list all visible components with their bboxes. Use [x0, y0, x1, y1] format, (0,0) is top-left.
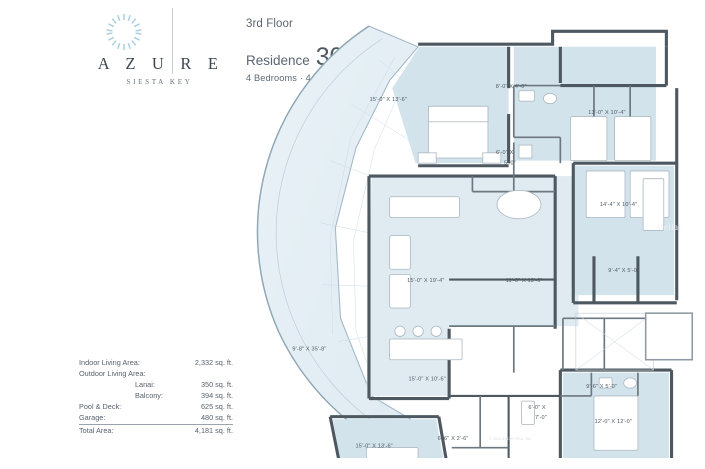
area-row-label: Total Area:: [79, 425, 114, 435]
floor-label: 3rd Floor: [246, 18, 293, 30]
room-dimension-master-bedroom: 15'-0" X 13'-6": [370, 97, 407, 103]
area-row-value: 4,181 sq. ft.: [194, 425, 233, 435]
walls-structural: [328, 29, 679, 458]
area-row-value: 625 sq. ft.: [200, 402, 233, 412]
room-dimension-bath-lower-left-2: 7'-0": [535, 415, 547, 421]
floor-plan: 15'-0" X 13'-6" 8'-0" X 4'-0" 13'-0" X 10'…: [255, 8, 695, 458]
brand-subtitle: SIESTA KEY: [126, 78, 193, 86]
area-row: Pool & Deck: 625 sq. ft.: [79, 401, 233, 412]
area-row: Outdoor Living Area:: [79, 368, 233, 379]
brand-divider: [172, 8, 173, 74]
room-dimension-closet-mid: 6'-6" X 2'-6": [438, 436, 469, 442]
balcony-terrace: [256, 25, 421, 444]
room-label-group: 15'-0" X 13'-6" 8'-0" X 4'-0" 13'-0" X 10'…: [292, 84, 639, 450]
stairwell: [575, 312, 694, 371]
sunburst-icon: [104, 12, 144, 52]
area-row-label: Lanai:: [135, 380, 155, 390]
room-dimension-closet-upper: 6'-0" X: [496, 150, 514, 156]
area-row: Indoor Living Area: 2,332 sq. ft.: [79, 357, 233, 368]
area-row: Balcony: 394 sq. ft.: [79, 390, 233, 401]
furniture: [365, 90, 670, 458]
area-row-value: 350 sq. ft.: [200, 380, 233, 390]
area-row-label: Garage:: [79, 413, 106, 423]
room-dimension-closet-upper-2: 5'-0": [504, 160, 516, 166]
brand-name: A Z U R E: [97, 54, 225, 73]
copyright-notice: © 2020 ARCHITEKA, INC.: [489, 437, 534, 441]
brand-block: A Z U R E SIESTA KEY: [74, 12, 279, 92]
room-dimension-kitchen: 15'-0" X 10'-6": [408, 376, 445, 382]
bed-bath-summary: 4 Bedrooms · 4 Bathrooms: [246, 73, 360, 83]
area-row-label: Outdoor Living Area:: [79, 369, 146, 379]
area-row-label: Balcony:: [135, 391, 163, 401]
area-row-value: 394 sq. ft.: [200, 391, 233, 401]
walls-partition: [449, 84, 649, 449]
room-dimension-dining-room: 11'-0" X 13'-6": [506, 278, 543, 284]
area-row-value: 2,332 sq. ft.: [194, 358, 233, 367]
room-dimension-bath-lower-left: 6'-0" X: [528, 405, 546, 411]
area-row: Garage: 480 sq. ft.: [79, 412, 233, 425]
room-dimension-bedroom-upper-right: 13'-0" X 10'-4": [588, 110, 625, 116]
area-row: Lanai: 350 sq. ft.: [79, 379, 233, 390]
room-dimension-living-room: 15'-0" X 19'-4": [407, 278, 444, 284]
room-dimension-balcony: 9'-8" X 35'-8": [292, 347, 326, 353]
room-dimension-guest-bedroom: 15'-0" X 13'-6": [355, 444, 392, 450]
room-dimension-bedroom-right: 14'-4" X 10'-4": [600, 202, 637, 208]
watermark: stellar: [657, 222, 682, 232]
residence-word: Residence: [246, 53, 310, 68]
room-dimension-bath-right: 9'-4" X 5'-0": [608, 268, 639, 274]
room-dimension-bath-upper-left: 8'-0" X 4'-0": [496, 84, 527, 90]
room-dimension-bath-lower-right: 9'-6" X 5'-0": [586, 384, 617, 390]
area-row-label: Pool & Deck:: [79, 402, 122, 412]
area-row: Total Area: 4,181 sq. ft.: [79, 425, 233, 436]
area-row-value: 480 sq. ft.: [200, 413, 233, 423]
area-row-label: Indoor Living Area:: [79, 358, 140, 367]
room-dimension-bedroom-lower-right: 12'-0" X 12'-0": [595, 419, 632, 425]
area-summary-table: Indoor Living Area: 2,332 sq. ft. Outdoor …: [79, 357, 233, 436]
